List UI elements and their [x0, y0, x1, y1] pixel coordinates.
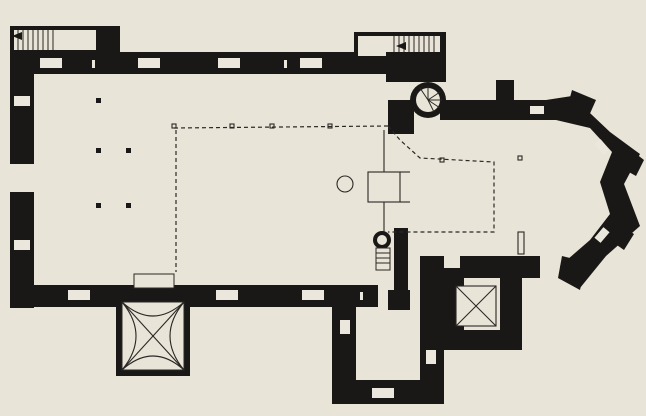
choir-outline [171, 123, 523, 272]
font-basin [336, 175, 354, 193]
nave-piers [96, 98, 131, 208]
north-porch [116, 273, 190, 376]
apse [520, 90, 644, 290]
spiral-stair [410, 82, 446, 118]
south-chapel [332, 256, 444, 404]
altar-screen [367, 130, 410, 236]
sacristy [444, 256, 540, 350]
pulpit-stair [373, 231, 525, 271]
nave-windows [14, 58, 363, 300]
west-stair [10, 26, 120, 56]
